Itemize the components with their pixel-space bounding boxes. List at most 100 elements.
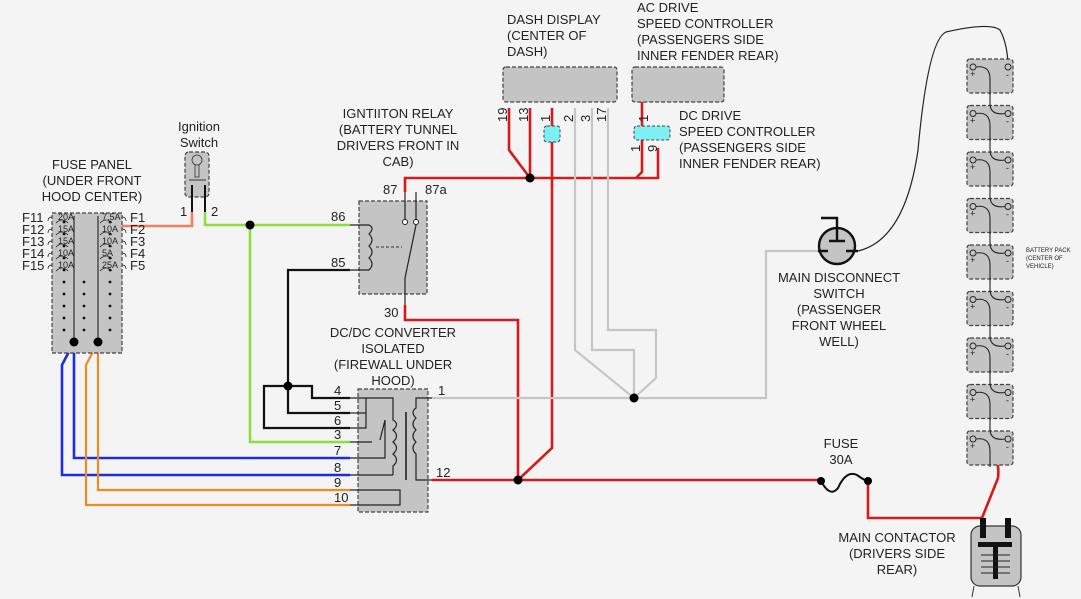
fuse-id-f4: F4 xyxy=(130,246,145,261)
battery-title-1: BATTERY PACK xyxy=(1026,248,1071,254)
fuse-panel-title-2: (UNDER FRONT xyxy=(43,173,142,188)
dcdc-pin-5: 5 xyxy=(334,398,341,413)
dcdc-title-1: DC/DC CONVERTER xyxy=(330,325,456,340)
battery-minus-icon: - xyxy=(1006,256,1009,266)
dcdc-pin-8: 8 xyxy=(334,460,341,475)
fuse-panel-terminal-right xyxy=(93,337,103,347)
dcdc-pin-4: 4 xyxy=(334,383,341,398)
fuse-rating-f12: 15A xyxy=(58,224,74,234)
wire-dcdc-1-to-disconnect xyxy=(432,249,818,400)
fuse-id-f13: F13 xyxy=(22,234,44,249)
battery-title-3: VEHICLE) xyxy=(1026,264,1054,270)
wire-ignition-to-dcdc-3 xyxy=(248,225,350,444)
dcdc-converter[interactable]: DC/DC CONVERTER ISOLATED (FIREWALL UNDER… xyxy=(330,325,456,513)
ignition-switch[interactable]: Ignition Switch 1 2 xyxy=(178,119,220,219)
battery-plus-icon: + xyxy=(970,395,975,405)
contactor-title-2: (DRIVERS SIDE xyxy=(849,546,945,561)
fuse-id-f14: F14 xyxy=(22,246,44,261)
fuse-rating-f11: 20A xyxy=(58,212,74,222)
ac-title-3: (PASSENGERS SIDE xyxy=(637,32,764,47)
contactor-plunger-icon xyxy=(993,547,998,579)
fuse-panel: FUSE PANEL (UNDER FRONT HOOD CENTER) F11… xyxy=(22,157,145,354)
fuse-icon xyxy=(47,264,69,272)
dash-title-2: (CENTER OF xyxy=(507,28,587,43)
dash-connector xyxy=(543,125,561,143)
contactor-title-3: REAR) xyxy=(877,562,917,577)
battery-plus-icon: + xyxy=(970,116,975,126)
relay-title-3: DRIVERS FRONT IN xyxy=(337,138,460,153)
main-disconnect-switch[interactable]: MAIN DISCONNECT SWITCH (PASSENGER FRONT … xyxy=(778,216,900,349)
cell-link xyxy=(975,159,991,188)
battery-minus-icon: - xyxy=(1006,117,1009,127)
battery-minus-icon: - xyxy=(1006,442,1009,452)
main-contactor[interactable]: MAIN CONTACTOR (DRIVERS SIDE REAR) xyxy=(838,518,1022,598)
battery-pack[interactable]: +-+-+-+-+-+-+-+-+- BATTERY PACK (CENTER … xyxy=(966,58,1071,467)
cell-link xyxy=(975,438,991,467)
junction-power-bus xyxy=(513,475,523,485)
wire-fuse-dcdc-9 xyxy=(96,342,350,492)
dash-title-3: DASH) xyxy=(507,44,547,59)
dcdc-pin-3: 3 xyxy=(334,427,341,442)
cell-link xyxy=(975,298,991,328)
disconnect-title-5: WELL) xyxy=(819,334,859,349)
dcdc-title-2: ISOLATED xyxy=(361,341,424,356)
fuse-30a[interactable]: FUSE 30A xyxy=(817,436,872,493)
ac-drive-controller[interactable]: AC DRIVE SPEED CONTROLLER (PASSENGERS SI… xyxy=(631,0,779,122)
fuse-icon xyxy=(47,252,69,260)
battery-plus-icon: + xyxy=(970,255,975,265)
dcdc-pin-6: 6 xyxy=(334,413,341,428)
ac-title-4: INNER FENDER REAR) xyxy=(637,48,779,63)
ignition-title-2: Switch xyxy=(180,135,218,150)
fuse-icon xyxy=(47,228,69,236)
battery-minus-icon: - xyxy=(1006,210,1009,220)
relay-pin-30: 30 xyxy=(384,305,398,320)
battery-title-2: (CENTER OF xyxy=(1026,256,1063,262)
fuse-panel-title-3: HOOD CENTER) xyxy=(42,189,142,204)
contactor-coil-icon xyxy=(981,554,1010,574)
ignition-relay[interactable]: IGNTIITON RELAY (BATTERY TUNNEL DRIVERS … xyxy=(331,106,459,320)
relay-title-2: (BATTERY TUNNEL xyxy=(339,122,457,137)
fuse-rating-f5: 25A xyxy=(102,260,118,270)
dc-drive-connector xyxy=(633,125,671,141)
disconnect-title-1: MAIN DISCONNECT xyxy=(778,270,900,285)
fuse-rating-f2: 10A xyxy=(102,224,118,234)
wire-ac-drive-1 xyxy=(635,102,644,179)
fuse-rating-f1: 7.5A xyxy=(102,212,121,222)
wire-relay-85-ground xyxy=(286,268,350,386)
fuse-id-f1: F1 xyxy=(130,210,145,225)
dc-title-1: DC DRIVE xyxy=(679,108,741,123)
wire-dash-1 xyxy=(517,108,554,481)
fuse-rating-f15: 10A xyxy=(58,260,74,270)
contactor-title-1: MAIN CONTACTOR xyxy=(838,530,955,545)
fuse-symbol-icon xyxy=(820,472,868,493)
dc-drive-controller[interactable]: DC DRIVE SPEED CONTROLLER (PASSENGERS SI… xyxy=(628,108,821,171)
fuse-rating-f3: 10A xyxy=(102,236,118,246)
dash-title-1: DASH DISPLAY xyxy=(507,12,601,27)
wire-ground-dcdc-6 xyxy=(262,384,350,430)
dcdc-pin-12: 12 xyxy=(436,465,450,480)
battery-minus-icon: - xyxy=(1006,349,1009,359)
battery-plus-icon: + xyxy=(970,162,975,172)
wire-dash-19 xyxy=(507,108,532,179)
dash-display-body xyxy=(502,66,618,103)
battery-plus-icon: + xyxy=(970,302,975,312)
fuse30-title-2: 30A xyxy=(829,452,852,467)
fuse-id-f11: F11 xyxy=(22,210,43,225)
dc-pin-1: 1 xyxy=(628,145,643,152)
relay-pin-87: 87 xyxy=(383,182,397,197)
battery-plus-icon: + xyxy=(970,441,975,451)
fuse-icon xyxy=(47,216,69,224)
dash-pin-1: 1 xyxy=(538,115,553,122)
relay-contact-icon xyxy=(404,224,417,305)
dcdc-title-3: (FIREWALL UNDER xyxy=(334,357,452,372)
dash-pin-13: 13 xyxy=(516,108,531,122)
ac-title-2: SPEED CONTROLLER xyxy=(637,16,774,31)
wire-dash-3 xyxy=(590,108,636,398)
cell-link xyxy=(975,345,991,374)
disconnect-title-3: (PASSENGER xyxy=(797,302,881,317)
battery-minus-icon: - xyxy=(1006,396,1009,406)
fuse-id-f15: F15 xyxy=(22,258,44,273)
wire-disconnect-to-battery xyxy=(857,25,1009,252)
